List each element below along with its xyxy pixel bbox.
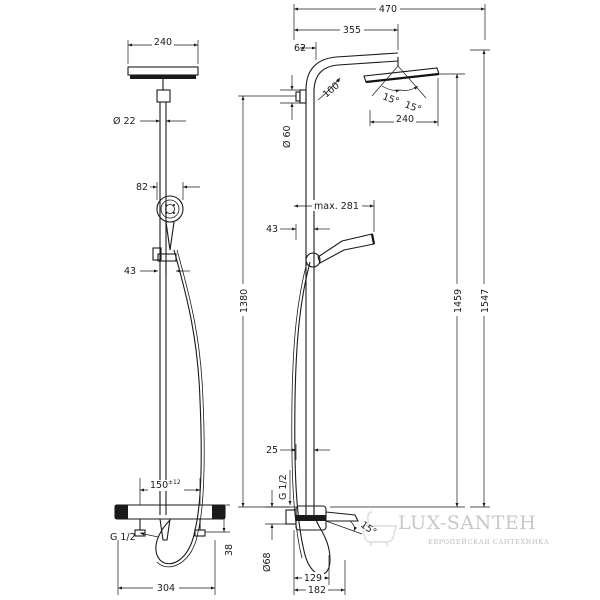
watermark-brand: LUX-SANTEH	[398, 512, 536, 534]
dim-front-spacing: 150 ±12	[139, 478, 201, 505]
dim-front-mixer-height: 38	[205, 504, 235, 556]
dim-side-spout-25: 25	[266, 444, 330, 460]
side-mixer	[285, 505, 359, 531]
label-side-rose-dia: Ø 60	[282, 125, 293, 148]
front-hose	[155, 249, 205, 568]
side-view: 470 355 62 100° 15° 15°	[236, 3, 491, 596]
label-front-thread: G 1/2	[110, 532, 136, 543]
label-side-depth-129: 129	[304, 573, 322, 584]
label-side-depth-182: 182	[308, 585, 326, 596]
label-side-head-angle-b: 15°	[403, 99, 423, 115]
label-side-height-1459: 1459	[453, 289, 464, 313]
watermark-tagline: ЕВРОПЕЙСКАЯ САНТЕХНИКА	[428, 537, 549, 546]
label-side-arm-offset: 62	[294, 43, 306, 54]
front-hand-shower	[156, 195, 184, 251]
label-side-arm-length: 355	[343, 25, 361, 36]
side-hand-shower	[305, 233, 376, 268]
dim-front-holder: 43	[124, 266, 190, 277]
label-front-holder: 43	[124, 266, 136, 277]
label-side-spout-25: 25	[266, 445, 278, 456]
label-side-top-width: 470	[379, 4, 397, 15]
front-riser-pipe	[159, 102, 167, 515]
front-overhead-shower	[127, 66, 199, 103]
label-side-height-1547: 1547	[480, 289, 491, 313]
dim-side-depth-129: 129	[293, 530, 330, 595]
label-side-head-width: 240	[396, 114, 414, 125]
label-side-spout-angle: 15°	[358, 519, 378, 538]
side-hose	[291, 261, 331, 575]
label-front-hand-shower: 82	[136, 182, 148, 193]
watermark-logo: LUX-SANTEH ЕВРОПЕЙСКАЯ САНТЕХНИКА	[361, 511, 549, 547]
dim-side-dia-68: Ø68	[262, 490, 290, 572]
label-side-height-1380: 1380	[239, 289, 250, 313]
side-wall-rose	[295, 89, 307, 104]
label-side-head-angle-a: 15°	[381, 91, 401, 107]
label-side-thread: G 1/2	[278, 474, 289, 500]
dim-side-head-width: 240	[369, 78, 439, 126]
label-side-arm-angle: 100°	[321, 77, 346, 100]
label-front-mixer-height: 38	[224, 544, 235, 556]
dim-side-head-angles: 15° 15°	[371, 65, 427, 116]
dim-side-depth-182: 182	[294, 560, 346, 596]
label-front-head-width: 240	[154, 37, 172, 48]
front-view: 240 Ø 22 82 43 150 ±12	[110, 37, 235, 595]
dim-side-height-1547: 1547	[470, 49, 491, 508]
dim-front-pipe-dia: Ø 22	[113, 116, 186, 127]
dim-front-thread: G 1/2	[110, 532, 159, 543]
dim-side-arm-offset: 62	[294, 42, 317, 60]
dim-front-head-width: 240	[127, 37, 199, 64]
dim-side-thread: G 1/2	[278, 470, 292, 505]
label-side-dia-68: Ø68	[262, 552, 273, 572]
label-front-spacing: 150	[150, 480, 168, 491]
label-front-width-total: 304	[157, 583, 175, 594]
label-front-spacing-tol: ±12	[168, 479, 181, 486]
dim-side-arm-length: 355	[294, 24, 399, 50]
label-front-pipe-dia: Ø 22	[113, 116, 136, 127]
dim-side-top-width: 470	[293, 3, 486, 40]
dim-side-arm-angle: 100°	[317, 77, 346, 100]
dim-side-hand-reach: max. 281	[294, 200, 375, 232]
label-side-holder: 43	[266, 224, 278, 235]
dim-side-spout-angle: 15°	[325, 519, 378, 538]
dim-front-width-total: 304	[117, 540, 216, 595]
dim-front-hand-shower: 82	[136, 182, 200, 200]
dim-side-holder: 43	[266, 224, 330, 240]
dim-side-height-1459: 1459	[330, 73, 465, 508]
dim-side-rose-dia: Ø 60	[280, 75, 300, 148]
label-side-hand-reach: max. 281	[314, 201, 359, 212]
watermark-bathtub-icon	[361, 511, 397, 547]
side-overhead-shower	[363, 57, 440, 84]
